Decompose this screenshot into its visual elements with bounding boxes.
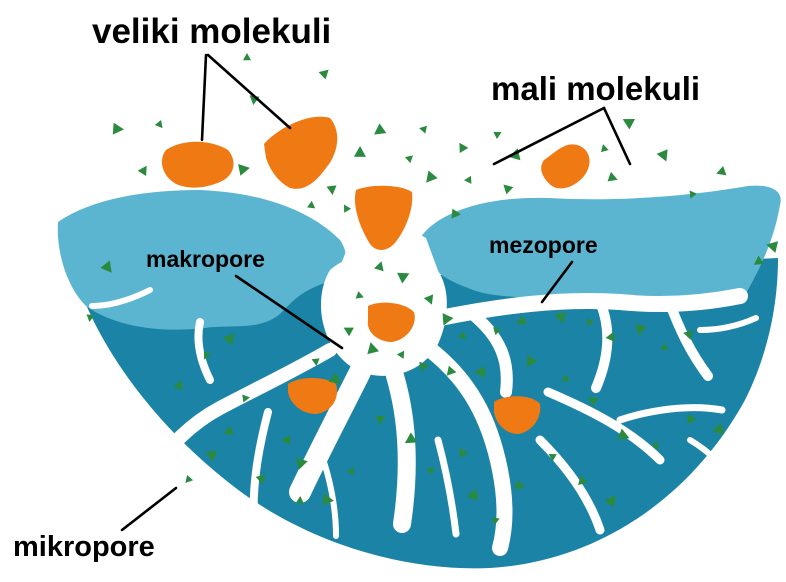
- small-molecule: [341, 203, 352, 213]
- small-molecule: [455, 140, 468, 153]
- small-molecule: [608, 172, 620, 184]
- small-molecule: [307, 201, 318, 212]
- label-mesopores: mezopore: [489, 234, 598, 257]
- small-molecule: [354, 146, 366, 157]
- leader-line-large-molecule-right: [208, 55, 290, 128]
- small-molecule: [620, 114, 635, 130]
- label-large-molecules: veliki molekuli: [92, 14, 331, 49]
- large-molecule: [264, 117, 337, 189]
- small-molecule: [182, 475, 193, 486]
- label-small-molecules: mali molekuli: [491, 72, 700, 105]
- large-molecule: [162, 142, 234, 188]
- small-molecule: [243, 53, 251, 60]
- leader-line-large-molecule-left: [202, 55, 206, 140]
- small-molecule: [319, 66, 332, 79]
- small-molecule: [418, 124, 427, 133]
- small-molecule: [405, 152, 416, 163]
- small-molecule: [327, 185, 338, 195]
- small-molecule: [500, 181, 513, 194]
- small-molecule: [493, 129, 503, 139]
- large-molecule: [541, 144, 589, 188]
- small-molecule: [138, 163, 151, 176]
- leader-line-micropores: [122, 488, 176, 530]
- small-molecule: [371, 123, 387, 139]
- small-molecule: [422, 170, 438, 186]
- small-molecule: [113, 123, 125, 136]
- small-molecule: [715, 166, 727, 178]
- small-molecule: [599, 143, 609, 152]
- label-micropores: mikropore: [13, 533, 155, 562]
- small-molecule: [238, 162, 251, 176]
- small-molecule: [155, 120, 166, 131]
- small-molecule: [657, 149, 672, 164]
- small-molecule: [464, 176, 472, 184]
- label-macropores: makropore: [146, 248, 265, 271]
- leader-line-small-molecule-right: [604, 108, 630, 164]
